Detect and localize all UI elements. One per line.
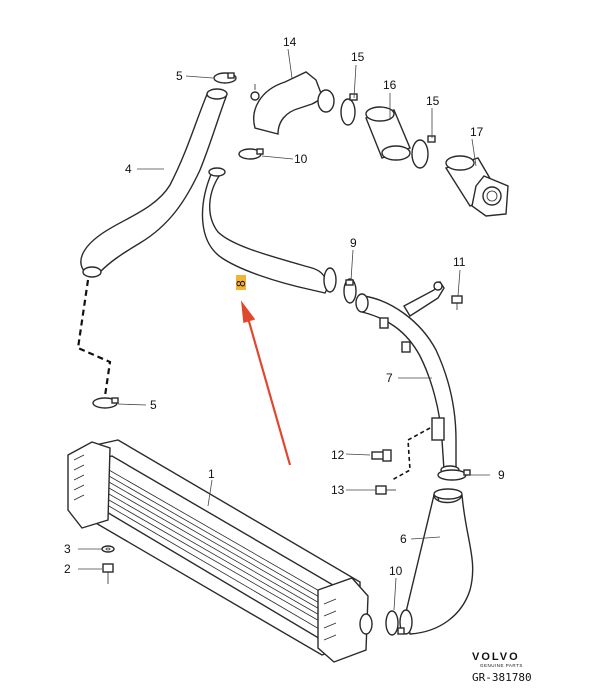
highlight-box-8 xyxy=(236,275,246,290)
label-part-2: 2 xyxy=(64,562,71,576)
hose-clamp-15-right xyxy=(411,135,436,169)
bolt-2 xyxy=(102,563,114,584)
label-part-15-right: 15 xyxy=(426,94,440,108)
hose-clamp-5-upper xyxy=(213,72,237,84)
bolt-13 xyxy=(375,485,396,495)
hose-clamp-10-upper xyxy=(238,148,264,160)
label-part-10-upper: 10 xyxy=(294,152,308,166)
washer-3 xyxy=(101,545,115,553)
label-part-5-upper: 5 xyxy=(176,69,183,83)
label-part-3: 3 xyxy=(64,542,71,556)
brand-tagline: GENUINE PARTS xyxy=(480,663,523,668)
brand-block: VOLVO GENUINE PARTS GR-381780 xyxy=(472,651,532,684)
diagram-reference: GR-381780 xyxy=(472,671,532,684)
label-part-9-lower: 9 xyxy=(498,468,505,482)
label-part-12: 12 xyxy=(331,448,345,462)
leader-lines xyxy=(78,48,490,611)
label-part-15-left: 15 xyxy=(351,50,365,64)
assembly-dashed-line xyxy=(76,279,112,397)
highlight-arrow xyxy=(240,300,292,466)
label-part-9-upper: 9 xyxy=(350,236,357,250)
label-part-5-lower: 5 xyxy=(150,398,157,412)
intercooler xyxy=(67,439,373,663)
pipe-bracket-14 xyxy=(250,71,335,135)
hose-clamp-9-upper xyxy=(343,278,357,304)
bolt-11 xyxy=(451,295,463,310)
part-labels: 14 5 15 16 15 17 10 4 9 11 8 7 5 12 9 1 … xyxy=(64,35,505,578)
label-part-4: 4 xyxy=(125,162,132,176)
hose-clamp-5-lower xyxy=(92,397,119,409)
hose-6 xyxy=(399,488,474,635)
label-part-13: 13 xyxy=(331,483,345,497)
label-part-1: 1 xyxy=(208,467,215,481)
label-part-6: 6 xyxy=(400,532,407,546)
hose-clamp-9-lower xyxy=(437,469,471,481)
bolt-dashed-line xyxy=(391,427,431,481)
hose-clamp-10-lower xyxy=(385,610,405,636)
hose-8 xyxy=(201,167,337,294)
pipe-17 xyxy=(444,155,509,217)
bolt-12 xyxy=(371,449,392,462)
label-part-8: 8 xyxy=(234,280,248,287)
hose-clamp-15-left xyxy=(340,93,358,126)
label-part-14: 14 xyxy=(283,35,297,49)
label-part-16: 16 xyxy=(383,78,397,92)
hose-16 xyxy=(365,106,411,161)
label-part-10-lower: 10 xyxy=(389,564,403,578)
brand-logo: VOLVO xyxy=(472,651,520,663)
label-part-17: 17 xyxy=(470,125,484,139)
hose-4 xyxy=(80,88,228,278)
label-part-7: 7 xyxy=(386,371,393,385)
pipe-7 xyxy=(355,280,460,475)
label-part-11: 11 xyxy=(453,255,466,269)
